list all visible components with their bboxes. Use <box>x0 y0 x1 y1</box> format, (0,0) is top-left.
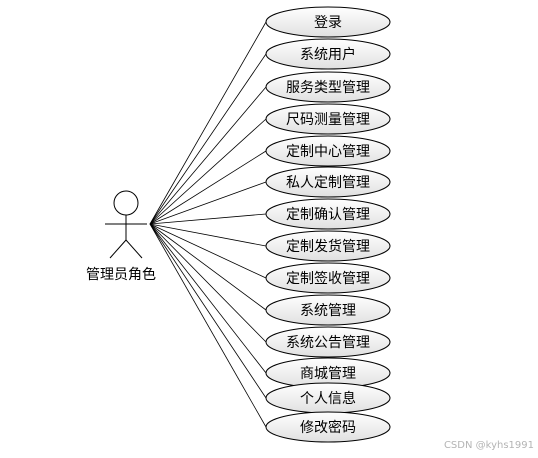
actor-right-leg <box>125 239 143 259</box>
actor-label: 管理员角色 <box>86 267 156 283</box>
use-case: 定制确认管理 <box>265 198 391 230</box>
association-line <box>149 223 267 428</box>
use-case-ellipse <box>265 294 391 326</box>
association-line <box>149 86 267 225</box>
use-case-label: 定制确认管理 <box>286 207 370 223</box>
use-case: 定制发货管理 <box>265 230 391 262</box>
use-case: 系统用户 <box>265 38 391 70</box>
association-lines <box>149 21 267 428</box>
use-case-label: 个人信息 <box>300 390 356 407</box>
actor-head <box>113 190 139 216</box>
use-case-ellipse <box>265 326 391 358</box>
use-case-label: 修改密码 <box>300 419 356 436</box>
association-line <box>149 223 267 247</box>
use-case-label: 服务类型管理 <box>286 80 370 96</box>
use-case-ellipse <box>265 262 391 294</box>
association-line <box>149 53 267 225</box>
use-case-ellipse <box>265 6 391 38</box>
use-case: 个人信息 <box>265 382 391 414</box>
use-case-label: 定制中心管理 <box>286 144 370 160</box>
use-case-ellipse <box>265 71 391 103</box>
use-case-ellipse <box>265 38 391 70</box>
association-line <box>149 223 267 374</box>
use-case-label: 私人定制管理 <box>286 175 370 191</box>
use-case-label: 系统用户 <box>300 46 356 63</box>
actor-figure <box>105 190 147 259</box>
use-case: 定制中心管理 <box>265 135 391 167</box>
use-case-label: 商城管理 <box>300 366 356 382</box>
use-case: 定制签收管理 <box>265 262 391 294</box>
use-case-label: 登录 <box>314 15 342 31</box>
use-case-ellipse <box>265 411 391 443</box>
association-line <box>149 21 267 225</box>
use-case-ellipse <box>265 166 391 198</box>
use-case: 系统公告管理 <box>265 326 391 358</box>
use-case-label: 尺码测量管理 <box>286 112 370 128</box>
association-line <box>149 223 267 311</box>
use-case-label: 定制发货管理 <box>286 238 370 255</box>
watermark: CSDN @kyhs1991 <box>443 440 534 451</box>
association-line <box>149 150 267 225</box>
use-case-label: 系统管理 <box>300 303 356 319</box>
use-case-ellipse <box>265 103 391 135</box>
use-case-ellipse <box>265 198 391 230</box>
use-case-label: 定制签收管理 <box>286 270 370 287</box>
use-case: 修改密码 <box>265 411 391 443</box>
use-case: 登录 <box>265 6 391 38</box>
association-line <box>149 223 267 343</box>
use-cases: 登录系统用户服务类型管理尺码测量管理定制中心管理私人定制管理定制确认管理定制发货… <box>265 6 391 443</box>
association-line <box>149 223 267 399</box>
association-line <box>149 181 267 225</box>
use-case: 尺码测量管理 <box>265 103 391 135</box>
use-case: 系统管理 <box>265 294 391 326</box>
association-line <box>149 213 267 225</box>
use-case-ellipse <box>265 230 391 262</box>
association-line <box>149 118 267 225</box>
use-case-ellipse <box>265 135 391 167</box>
use-case: 私人定制管理 <box>265 166 391 198</box>
actor-left-leg <box>109 239 127 259</box>
use-case: 服务类型管理 <box>265 71 391 103</box>
association-line <box>149 223 267 279</box>
use-case-label: 系统公告管理 <box>286 335 370 351</box>
